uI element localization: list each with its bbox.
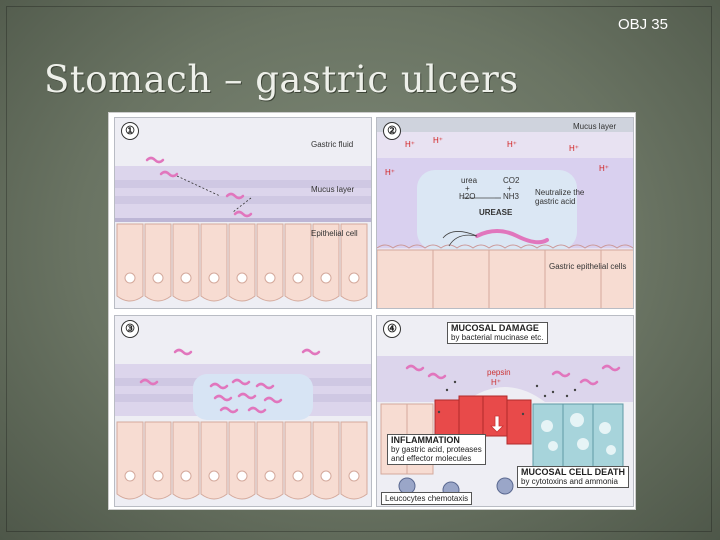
hplus-5: H⁺ [385,168,395,177]
panel-3-drawing [115,316,371,506]
urea-label: urea [461,176,478,185]
ulcer-figure: ① Gastric fluid Mucus layer Epithelial c… [108,112,636,510]
inflammation-sub-2: and effector molecules [391,454,472,463]
mucosal-damage-box: MUCOSAL DAMAGE by bacterial mucinase etc… [447,322,548,344]
nh3-label: NH3 [503,192,520,201]
panel-3: ③ [114,315,372,507]
leucocytes-label: Leucocytes chemotaxis [385,494,469,503]
panel-4: ④ MUCOSAL DAMAGE by bacterial mucinase e… [376,315,634,507]
panel-1-number: ① [121,122,139,140]
mucosal-damage-title: MUCOSAL DAMAGE [451,323,539,333]
cell-death-title: MUCOSAL CELL DEATH [521,467,626,477]
h2o-label: H2O [459,192,476,201]
gastric-epithelial-label: Gastric epithelial cells [549,262,627,271]
co2-label: CO2 [503,176,520,185]
plus-label-1: + [465,184,470,193]
cell-death-sub: by cytotoxins and ammonia [521,477,618,486]
hplus-3: H⁺ [507,140,517,149]
neutralize-label: Neutralize the [535,188,585,197]
panel-1-drawing [115,118,371,308]
slide-title: Stomach – gastric ulcers [44,58,519,101]
hplus-label: H⁺ [491,378,501,387]
mucus-layer-label-2: Mucus layer [573,122,617,131]
inflammation-title: INFLAMMATION [391,435,460,445]
inflammation-sub-1: by gastric acid, proteases [391,445,482,454]
panel-4-number: ④ [383,320,401,338]
mucus-layer-label: Mucus layer [311,185,355,194]
slide-frame [6,6,712,532]
gastric-acid-label: gastric acid [535,197,576,206]
mucosal-damage-sub: by bacterial mucinase etc. [451,333,544,342]
pepsin-label: pepsin [487,368,511,377]
hplus-1: H⁺ [405,140,415,149]
plus-label-2: + [507,184,512,193]
panel-2-number: ② [383,122,401,140]
hplus-6: H⁺ [599,164,609,173]
urease-label: UREASE [479,208,513,217]
hplus-2: H⁺ [433,136,443,145]
hplus-4: H⁺ [569,144,579,153]
panel-3-number: ③ [121,320,139,338]
panel-2: ② Mucus layer H⁺ H⁺ H⁺ H⁺ H⁺ H⁺ urea + H… [376,117,634,309]
gastric-fluid-label: Gastric fluid [311,140,354,149]
leucocytes-box: Leucocytes chemotaxis [381,492,473,505]
inflammation-box: INFLAMMATION by gastric acid, proteases … [387,434,486,465]
epithelial-cell-label: Epithelial cell [311,229,358,238]
panel-1: ① Gastric fluid Mucus layer Epithelial c… [114,117,372,309]
objective-label: OBJ 35 [617,16,668,33]
panel-2-drawing [377,118,633,308]
cell-death-box: MUCOSAL CELL DEATH by cytotoxins and amm… [517,466,630,488]
